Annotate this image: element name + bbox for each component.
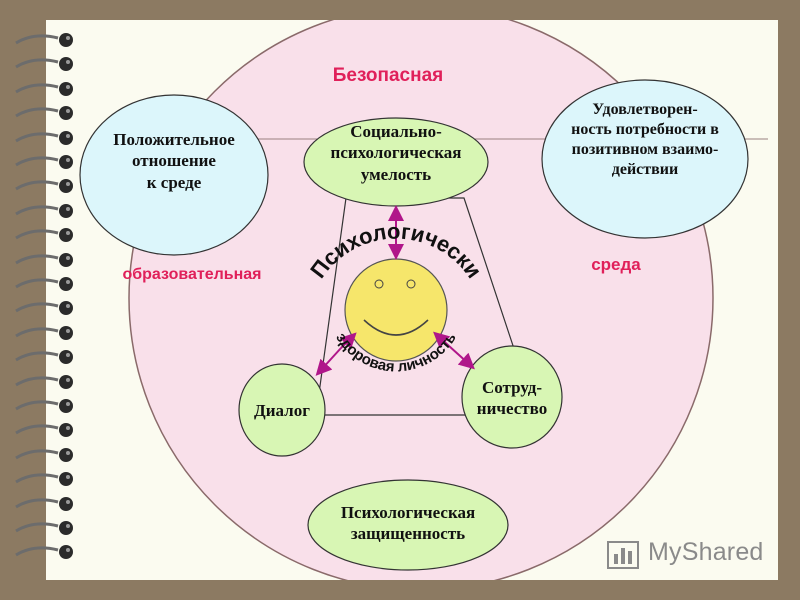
smiley-eye-right [406, 279, 416, 289]
node-social-skill-label: Социально- психологическая умелость [304, 121, 488, 185]
node-need-satisfaction [541, 79, 749, 239]
node-dialog-label: Диалог [254, 401, 310, 420]
need-line-1: Удовлетворен- [592, 101, 698, 118]
spiral-coil [15, 252, 73, 267]
spiral-coil [15, 33, 73, 47]
notebook-page: Психологически здоровая личность Безопас… [46, 20, 778, 580]
arrow-right-icon [448, 345, 475, 370]
diagram-canvas: Психологически здоровая личность [79, 20, 768, 580]
smiley-mouth [363, 319, 429, 336]
cooperation-line-1: Сотруд- [481, 378, 543, 397]
spiral-coil [15, 81, 73, 96]
spiral-coil [15, 472, 73, 487]
title-text: Безопасная [332, 65, 444, 86]
right-word: среда [591, 255, 641, 274]
node-cooperation [461, 345, 563, 449]
spiral-coil [15, 301, 73, 316]
node-need-satisfaction-label: Удовлетворен- ность потребности в позити… [542, 100, 748, 180]
positive-line-2: отношение [132, 151, 216, 171]
node-protection-label: Психологическая защищенность [308, 502, 508, 545]
spiral-coil [15, 155, 73, 169]
cooperation-line-2: ничество [476, 399, 548, 419]
node-dialog [238, 363, 326, 457]
spiral-coil [15, 57, 73, 72]
smiley-eye-left [374, 279, 384, 289]
left-word: образовательная [122, 266, 262, 283]
spiral-coil [15, 106, 73, 121]
protection-line-1: Психологическая [340, 503, 476, 522]
spiral-coil [15, 521, 73, 535]
protection-line-2: защищенность [350, 524, 466, 544]
spiral-coil [15, 179, 73, 194]
spiral-coil [15, 545, 73, 560]
need-line-3: позитивном взаимо- [571, 141, 719, 158]
spiral-coil [15, 496, 73, 511]
node-cooperation-label: Сотруд- ничество [462, 377, 562, 420]
spiral-coil [15, 374, 73, 389]
spiral-coil [15, 130, 73, 145]
spiral-coil [15, 203, 73, 218]
need-line-4: действии [611, 161, 679, 178]
myshared-logo [607, 541, 639, 569]
spiral-coil [15, 277, 73, 291]
spiral-coil [15, 228, 73, 243]
arrow-left-icon [315, 347, 342, 376]
social-skill-line-3: умелость [360, 164, 432, 184]
arrow-right-tail [433, 331, 451, 349]
social-skill-line-1: Социально- [350, 122, 442, 141]
spiral-coil [15, 325, 73, 340]
spiral-coil [15, 399, 73, 413]
spiral-coil [15, 350, 73, 365]
spiral-coil [15, 423, 73, 438]
node-positive-attitude [79, 94, 269, 256]
positive-line-3: к среде [146, 172, 202, 192]
smiley-face-icon [344, 258, 448, 362]
social-skill-line-2: психологическая [330, 143, 462, 163]
logo-text: MyShared [648, 538, 764, 566]
node-protection [307, 479, 509, 571]
need-line-2: ность потребности в [571, 121, 719, 138]
spiral-coil [15, 447, 73, 462]
positive-line-1: Положительное [113, 130, 235, 149]
arrow-left-tail [339, 332, 357, 350]
node-positive-attitude-label: Положительное отношение к среде [80, 129, 268, 193]
